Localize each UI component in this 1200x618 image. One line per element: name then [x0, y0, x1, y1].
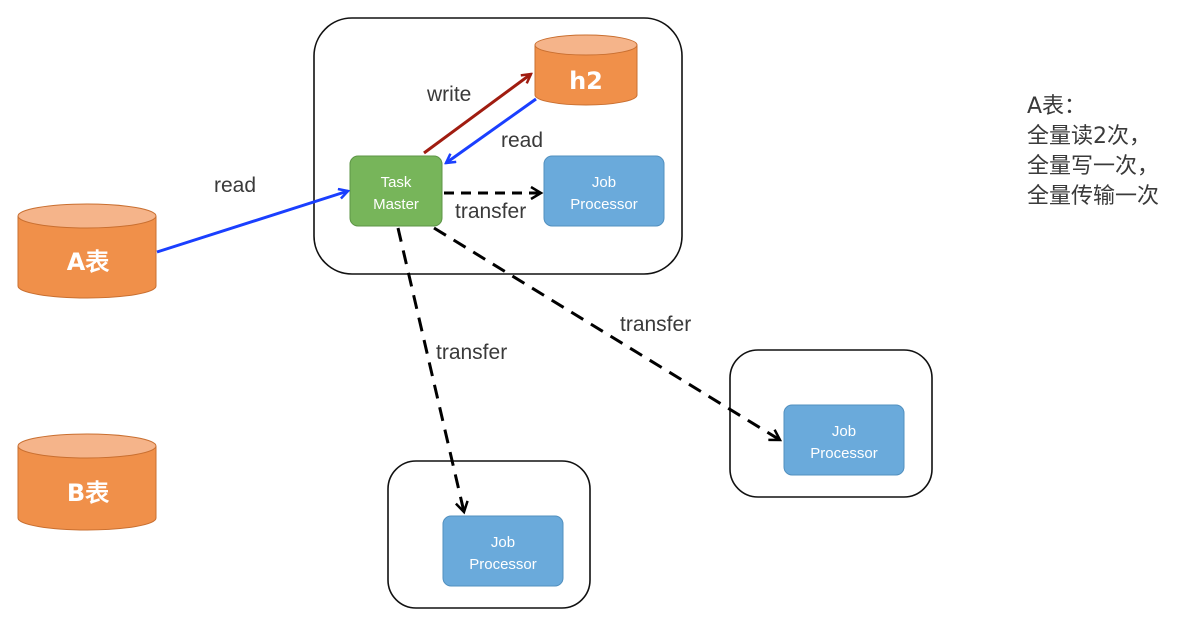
read-label-a: read: [214, 174, 256, 197]
h2-label: h2: [569, 67, 603, 95]
worker-container-right: [729, 349, 933, 498]
job-processor-right-node[interactable]: Job Processor: [783, 404, 905, 476]
write-arrow-master-to-h2: [423, 74, 531, 155]
h2-database[interactable]: h2: [534, 34, 638, 106]
job-processor-local-node[interactable]: Job Processor: [543, 155, 665, 227]
read-arrow-h2-to-master: [446, 97, 537, 163]
a-table-label: A表: [67, 248, 111, 276]
job-processor-local-line2: Processor: [570, 196, 638, 213]
job-processor-local-line1: Job: [592, 174, 616, 191]
job-processor-right-line1: Job: [832, 423, 856, 440]
b-table-label: B表: [67, 479, 110, 507]
job-processor-right-line2: Processor: [810, 445, 878, 462]
transfer-label-right: transfer: [620, 313, 691, 336]
note-line-3: 全量写一次，: [1027, 154, 1160, 179]
note-line-4: 全量传输一次: [1027, 184, 1160, 209]
task-master-node[interactable]: Task Master: [349, 155, 443, 227]
transfer-label-bottom: transfer: [436, 341, 507, 364]
summary-note: A表： 全量读2次， 全量写一次， 全量传输一次: [1027, 92, 1159, 212]
note-line-1: A表：: [1027, 94, 1087, 119]
task-master-label-line2: Master: [373, 196, 419, 213]
worker-container-bottom: [387, 460, 591, 609]
write-label: write: [426, 83, 471, 106]
a-table-database[interactable]: A表: [17, 203, 157, 299]
transfer-label-local: transfer: [455, 200, 526, 223]
master-container: [313, 17, 683, 275]
transfer-arrow-bottom: [396, 227, 464, 512]
job-processor-bottom-line1: Job: [491, 534, 515, 551]
job-processor-bottom-line2: Processor: [469, 556, 537, 573]
task-master-label-line1: Task: [381, 174, 412, 191]
read-arrow-a-to-master: [156, 191, 348, 254]
read-label-h2: read: [501, 129, 543, 152]
note-line-2: 全量读2次，: [1027, 124, 1151, 149]
transfer-arrow-right: [433, 226, 780, 442]
b-table-database[interactable]: B表: [17, 433, 157, 531]
job-processor-bottom-node[interactable]: Job Processor: [442, 515, 564, 587]
